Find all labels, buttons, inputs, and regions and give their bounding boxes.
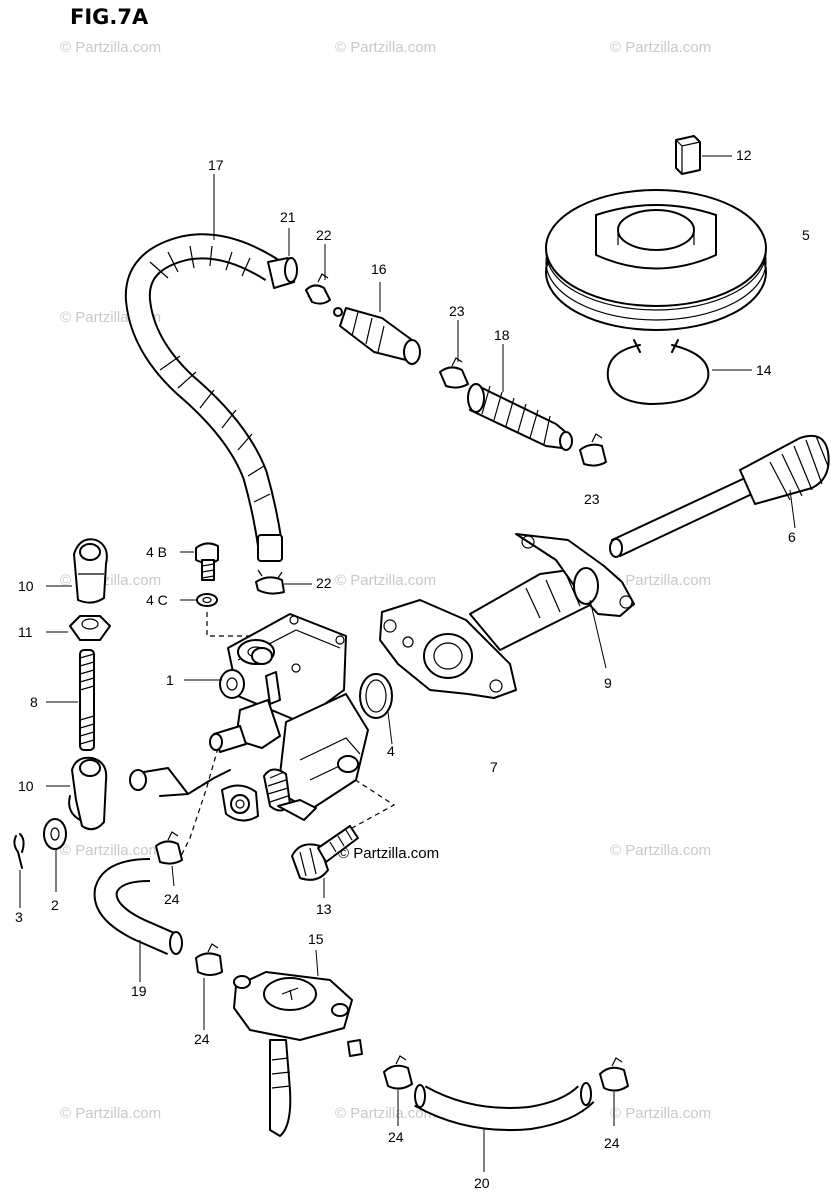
label-8: 8: [30, 694, 38, 710]
part-23-clip-lower: [579, 433, 607, 467]
part-5-ring: [545, 189, 767, 331]
part-1-oil-pump: [129, 613, 369, 822]
watermark: © Partzilla.com: [610, 842, 711, 859]
part-2-washer: [43, 818, 67, 892]
watermark: © Partzilla.com: [60, 39, 161, 56]
part-21-hose-end: [267, 228, 298, 289]
part-22-clip-lower: [255, 569, 312, 595]
part-3-pin: [13, 833, 25, 908]
part-24-clip-c: [383, 1055, 413, 1126]
part-10-lower-joint: [46, 756, 108, 831]
label-24-c: 24: [388, 1129, 404, 1145]
label-14: 14: [756, 362, 772, 378]
label-18: 18: [494, 327, 510, 343]
part-15-fuel-cock: [233, 949, 363, 1137]
label-20: 20: [474, 1175, 490, 1191]
part-24-clip-b: [195, 943, 223, 1030]
part-22-clip-upper: [305, 244, 331, 305]
part-22-pump-fitting: [251, 647, 273, 665]
label-6: 6: [788, 529, 796, 545]
part-19-hose: [93, 858, 183, 982]
watermark: © Partzilla.com: [60, 842, 161, 859]
label-13: 13: [316, 901, 332, 917]
label-4: 4: [387, 743, 395, 759]
part-24-clip-d: [599, 1057, 629, 1126]
label-24-d: 24: [604, 1135, 620, 1151]
part-16-fitting: [333, 282, 421, 365]
label-24-b: 24: [194, 1031, 210, 1047]
label-4c: 4 C: [146, 592, 168, 608]
leader-9: [589, 599, 607, 669]
label-3: 3: [15, 909, 23, 925]
label-23-lower: 23: [584, 491, 600, 507]
label-15: 15: [308, 931, 324, 947]
part-23-clip-upper: [439, 320, 469, 389]
part-10-upper-joint: [46, 538, 108, 604]
part-18-short-hose: [467, 344, 573, 451]
watermark: © Partzilla.com: [610, 1105, 711, 1122]
label-1: 1: [166, 672, 174, 688]
label-11: 11: [18, 624, 33, 640]
label-10-upper: 10: [18, 578, 34, 594]
reference-labels: 17 21 22 16 23 18 12 5 14 23 6 4 B 22 4 …: [15, 147, 810, 1191]
figure-title: FIG.7A: [70, 5, 149, 29]
label-2: 2: [51, 897, 59, 913]
label-10-lower: 10: [18, 778, 34, 794]
part-24-clip-a: [155, 831, 183, 887]
watermark-layer: © Partzilla.com © Partzilla.com © Partzi…: [60, 39, 711, 1122]
part-13-screw: [291, 825, 359, 898]
label-4b: 4 B: [146, 544, 167, 560]
part-4-o-ring: [359, 673, 393, 745]
watermark: © Partzilla.com: [610, 39, 711, 56]
assembly-guides: [179, 612, 396, 859]
part-12-key: [675, 135, 732, 175]
watermark: © Partzilla.com: [335, 572, 436, 589]
label-19: 19: [131, 983, 147, 999]
label-16: 16: [371, 261, 387, 277]
label-12: 12: [736, 147, 752, 163]
label-21: 21: [280, 209, 296, 225]
label-9: 9: [604, 675, 612, 691]
label-7: 7: [490, 759, 498, 775]
part-14-circlip: [606, 339, 752, 405]
part-11-nut: [46, 615, 111, 641]
watermark: © Partzilla.com: [335, 39, 436, 56]
watermark-dark: © Partzilla.com: [338, 845, 439, 862]
watermark: © Partzilla.com: [60, 1105, 161, 1122]
label-24-a: 24: [164, 891, 180, 907]
part-17-hose: [124, 174, 283, 562]
label-5: 5: [802, 227, 810, 243]
part-4c-washer: [180, 593, 218, 607]
part-20-hose: [414, 1082, 595, 1172]
part-7-housing: [379, 533, 635, 699]
watermark: © Partzilla.com: [610, 572, 711, 589]
part-8-rod: [46, 649, 95, 751]
label-22-lower: 22: [316, 575, 332, 591]
part-6-shaft: [609, 434, 830, 558]
label-17: 17: [208, 157, 224, 173]
label-22-upper: 22: [316, 227, 332, 243]
label-23-upper: 23: [449, 303, 465, 319]
part-4b-bolt: [180, 542, 219, 581]
watermark: © Partzilla.com: [335, 1105, 436, 1122]
